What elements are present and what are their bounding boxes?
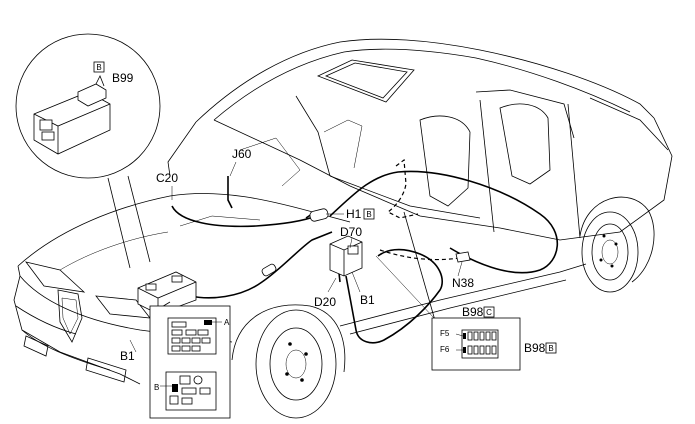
label-f6: F6	[440, 345, 450, 354]
label-n38: N38	[452, 276, 474, 290]
b99-detail-bubble: B	[15, 33, 161, 269]
leader-lines	[129, 161, 463, 353]
label-f5: F5	[440, 329, 450, 338]
label-detail-b: B	[154, 383, 159, 392]
label-b1-left: B1	[120, 349, 135, 363]
central-module	[329, 235, 363, 277]
label-c20: C20	[156, 171, 178, 185]
label-b98-c-tag: C	[486, 308, 492, 317]
b98-detail-panel	[375, 255, 521, 371]
label-b98-b-tag: B	[548, 344, 553, 353]
inline-connector	[261, 263, 277, 277]
label-h1: H1	[346, 207, 362, 221]
label-j60: J60	[232, 147, 252, 161]
h1-connector	[309, 208, 329, 222]
label-d70: D70	[340, 225, 362, 239]
fusebox-detail-panel	[149, 301, 231, 419]
label-detail-a: A	[224, 318, 230, 327]
wiring-harness	[171, 158, 559, 344]
car-outline	[13, 38, 673, 419]
label-d20: D20	[314, 295, 336, 309]
label-b1-center: B1	[360, 293, 375, 307]
label-b99: B99	[112, 71, 134, 85]
label-b98-b: B98	[524, 341, 546, 355]
n38-sensor	[455, 251, 471, 263]
b99-tag-letter: B	[96, 63, 101, 72]
label-b98-c: B98	[462, 305, 484, 319]
label-h1-tag: B	[366, 210, 371, 219]
